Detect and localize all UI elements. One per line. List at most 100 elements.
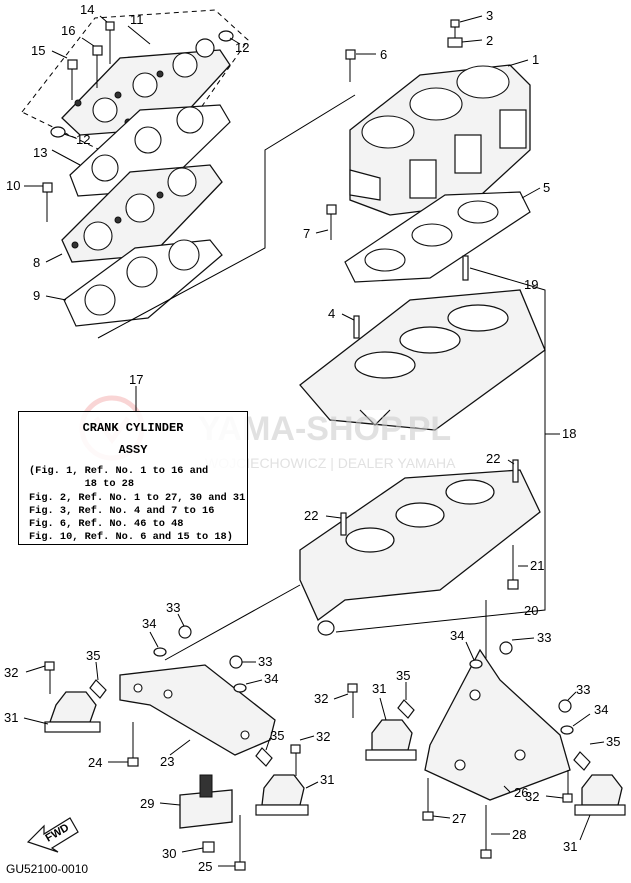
plug-12-upper	[218, 30, 234, 42]
bolt-32-c	[347, 683, 358, 718]
callout-30: 30	[162, 846, 176, 861]
callout-19: 19	[524, 277, 538, 292]
engine-mount-bracket-rear	[424, 648, 571, 801]
bolt-25	[234, 815, 246, 871]
watermark-sub-text: WOJCIECHOWICZ | DEALER YAMAHA	[205, 455, 456, 471]
bolt-16	[92, 45, 103, 88]
note-line: Fig. 3, Ref. No. 4 and 7 to 16	[29, 505, 215, 517]
bolt-32-b	[290, 744, 301, 776]
bolt-7	[326, 204, 337, 240]
callout-33-d: 33	[576, 682, 590, 697]
note-title-line1: CRANK CYLINDER	[82, 421, 184, 435]
bolt-33-c	[499, 641, 513, 655]
callout-16: 16	[61, 23, 75, 38]
note-title-line2: ASSY	[118, 443, 148, 457]
callout-14: 14	[80, 2, 94, 17]
plug-20	[317, 620, 335, 636]
bolt-24	[127, 722, 139, 767]
crankcase-group-bracket	[335, 267, 546, 633]
callout-22-left: 22	[304, 508, 318, 523]
callout-4: 4	[328, 306, 335, 321]
dowel-pin-4	[353, 315, 360, 339]
head-group-bracket	[97, 94, 356, 339]
callout-20: 20	[524, 603, 538, 618]
spacer-35-a	[89, 679, 107, 699]
callout-2: 2	[486, 33, 493, 48]
callout-18: 18	[562, 426, 576, 441]
bracket-2	[447, 37, 463, 48]
bolt-33-b	[229, 655, 243, 669]
head-cover-gasket	[69, 104, 231, 197]
damper-29	[179, 774, 233, 829]
diagram-code: GU52100-0010	[6, 862, 89, 876]
bolt-27	[422, 778, 434, 821]
dowel-pin-22-right	[512, 459, 519, 483]
bolt-32-a	[44, 661, 55, 694]
cylinder-block	[349, 64, 531, 216]
leader-to-mount-left	[164, 584, 301, 661]
forward-direction-arrow: FWD	[26, 817, 79, 853]
bolt-14	[105, 21, 115, 64]
assembly-note-box: CRANK CYLINDER ASSY (Fig. 1, Ref. No. 1 …	[18, 411, 248, 545]
callout-12-lower: 12	[76, 132, 90, 147]
callout-3: 3	[486, 8, 493, 23]
callout-35-a: 35	[86, 648, 100, 663]
callout-32-b: 32	[316, 729, 330, 744]
callout-31-b: 31	[320, 772, 334, 787]
washer-34-d	[560, 725, 574, 735]
lower-crankcase	[299, 469, 541, 622]
callout-31-d: 31	[563, 839, 577, 854]
callout-11: 11	[130, 12, 144, 27]
note-line: Fig. 10, Ref. No. 6 and 15 to 18)	[29, 531, 233, 543]
callout-21: 21	[530, 558, 544, 573]
callout-33-c: 33	[537, 630, 551, 645]
callout-34-b: 34	[264, 671, 278, 686]
callout-35-c: 35	[396, 668, 410, 683]
callout-33-b: 33	[258, 654, 272, 669]
callout-35-b: 35	[270, 728, 284, 743]
rubber-mount-31-a	[44, 691, 101, 733]
rubber-mount-31-c	[365, 719, 417, 761]
bolt-21	[507, 545, 519, 590]
note-line: 18 to 28	[29, 478, 135, 490]
callout-34-d: 34	[594, 702, 608, 717]
cylinder-head	[61, 164, 223, 263]
callout-32-d: 32	[525, 789, 539, 804]
callout-28: 28	[512, 827, 526, 842]
note-line: (Fig. 1, Ref. No. 1 to 16 and	[29, 465, 209, 477]
bolt-33-a	[178, 625, 192, 639]
engine-mount-bracket-front	[119, 664, 276, 756]
callout-26: 26	[514, 785, 528, 800]
callout-1: 1	[532, 52, 539, 67]
callout-31-a: 31	[4, 710, 18, 725]
upper-crankcase	[299, 289, 546, 431]
cylinder-head-gasket	[63, 239, 223, 327]
spacer-35-d	[573, 751, 591, 771]
rubber-mount-31-b	[255, 774, 309, 816]
bolt-32-d	[562, 770, 573, 803]
callout-25: 25	[198, 859, 212, 874]
callout-17: 17	[129, 372, 143, 387]
callout-22-right: 22	[486, 451, 500, 466]
washer-34-c	[469, 659, 483, 669]
callout-34-a: 34	[142, 616, 156, 631]
bolt-10	[42, 182, 53, 222]
bolt-28	[480, 805, 492, 859]
spacer-35-c	[397, 699, 415, 719]
bolt-33-d	[558, 699, 572, 713]
dowel-pin-22-left	[340, 512, 347, 536]
callout-10: 10	[6, 178, 20, 193]
callout-12-upper: 12	[235, 40, 249, 55]
callout-31-c: 31	[372, 681, 386, 696]
callout-34-c: 34	[450, 628, 464, 643]
callout-6: 6	[380, 47, 387, 62]
bolt-15	[67, 59, 78, 100]
cylinder-head-cover	[61, 38, 231, 136]
stud-19	[462, 255, 469, 281]
callout-7: 7	[303, 226, 310, 241]
callout-8: 8	[33, 255, 40, 270]
bolt-3	[450, 19, 460, 38]
callout-9: 9	[33, 288, 40, 303]
bolt-30	[202, 841, 215, 853]
